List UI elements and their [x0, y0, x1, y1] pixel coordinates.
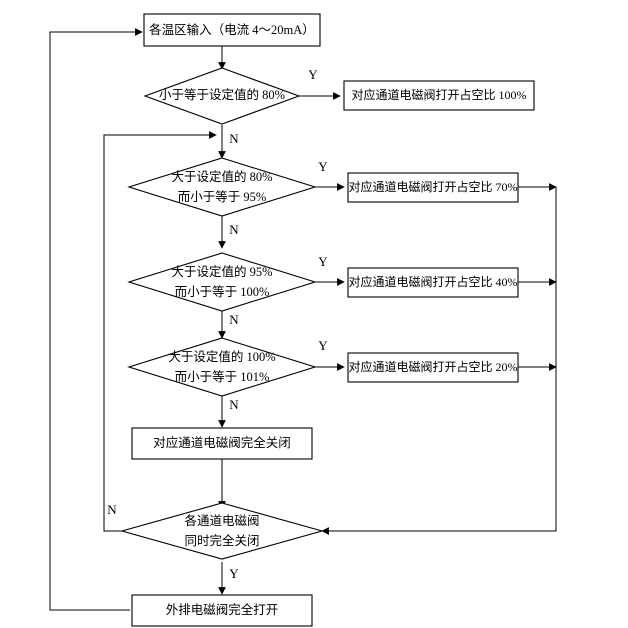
node-open-box	[131, 594, 313, 627]
branch-label-d1-yes: Y	[308, 67, 318, 82]
node-decision-4-label-line2: 而小于等于 101%	[175, 369, 270, 384]
node-decision-3	[127, 252, 317, 312]
node-output-2-label: 对应通道电磁阀打开占空比 70%	[349, 179, 518, 194]
branch-label-d3-no: N	[229, 312, 239, 327]
node-close-box	[131, 427, 313, 460]
node-decision-1	[143, 67, 301, 125]
node-decision-3-label-line1: 大于设定值的 95%	[171, 264, 272, 279]
branch-label-d4-yes: Y	[318, 338, 328, 353]
node-decision-5	[119, 502, 325, 560]
branch-label-d2-no: N	[229, 222, 239, 237]
node-input-box	[143, 13, 321, 47]
branch-label-d5-yes: Y	[229, 566, 239, 581]
connector-open-to-input-loop	[49, 28, 143, 611]
node-output-4-label: 对应通道电磁阀打开占空比 20%	[349, 359, 518, 374]
node-decision-2-label-line2: 而小于等于 95%	[178, 189, 267, 204]
node-decision-2-label-line1: 大于设定值的 80%	[171, 169, 272, 184]
node-output-1-label: 对应通道电磁阀打开占空比 100%	[352, 87, 527, 102]
node-output-3-box	[347, 267, 519, 298]
node-decision-2	[127, 157, 317, 217]
branch-label-d5-no: N	[107, 502, 117, 517]
branch-label-d1-no: N	[229, 131, 239, 146]
connector-d5-no-loop	[103, 131, 217, 532]
node-decision-1-label: 小于等于设定值的 80%	[159, 87, 285, 102]
node-decision-3-label-line2: 而小于等于 100%	[175, 284, 270, 299]
branch-label-d2-yes: Y	[318, 159, 328, 174]
node-decision-5-label-line1: 各通道电磁阀	[184, 513, 259, 528]
node-decision-4	[127, 337, 317, 397]
branch-label-d4-no: N	[229, 397, 239, 412]
node-close-label: 对应通道电磁阀完全关闭	[153, 435, 291, 450]
node-output-4-box	[347, 352, 519, 383]
node-output-2-box	[347, 172, 519, 203]
node-output-3-label: 对应通道电磁阀打开占空比 40%	[349, 274, 518, 289]
connector-bus-to-d5	[321, 187, 557, 535]
node-decision-4-label-line1: 大于设定值的 100%	[168, 349, 275, 364]
node-input-label: 各温区输入（电流 4～20mA）	[149, 22, 315, 37]
node-output-1-box	[343, 80, 535, 111]
node-decision-5-label-line2: 同时完全关闭	[184, 533, 259, 548]
node-open-label: 外排电磁阀完全打开	[166, 602, 279, 617]
branch-label-d3-yes: Y	[318, 254, 328, 269]
